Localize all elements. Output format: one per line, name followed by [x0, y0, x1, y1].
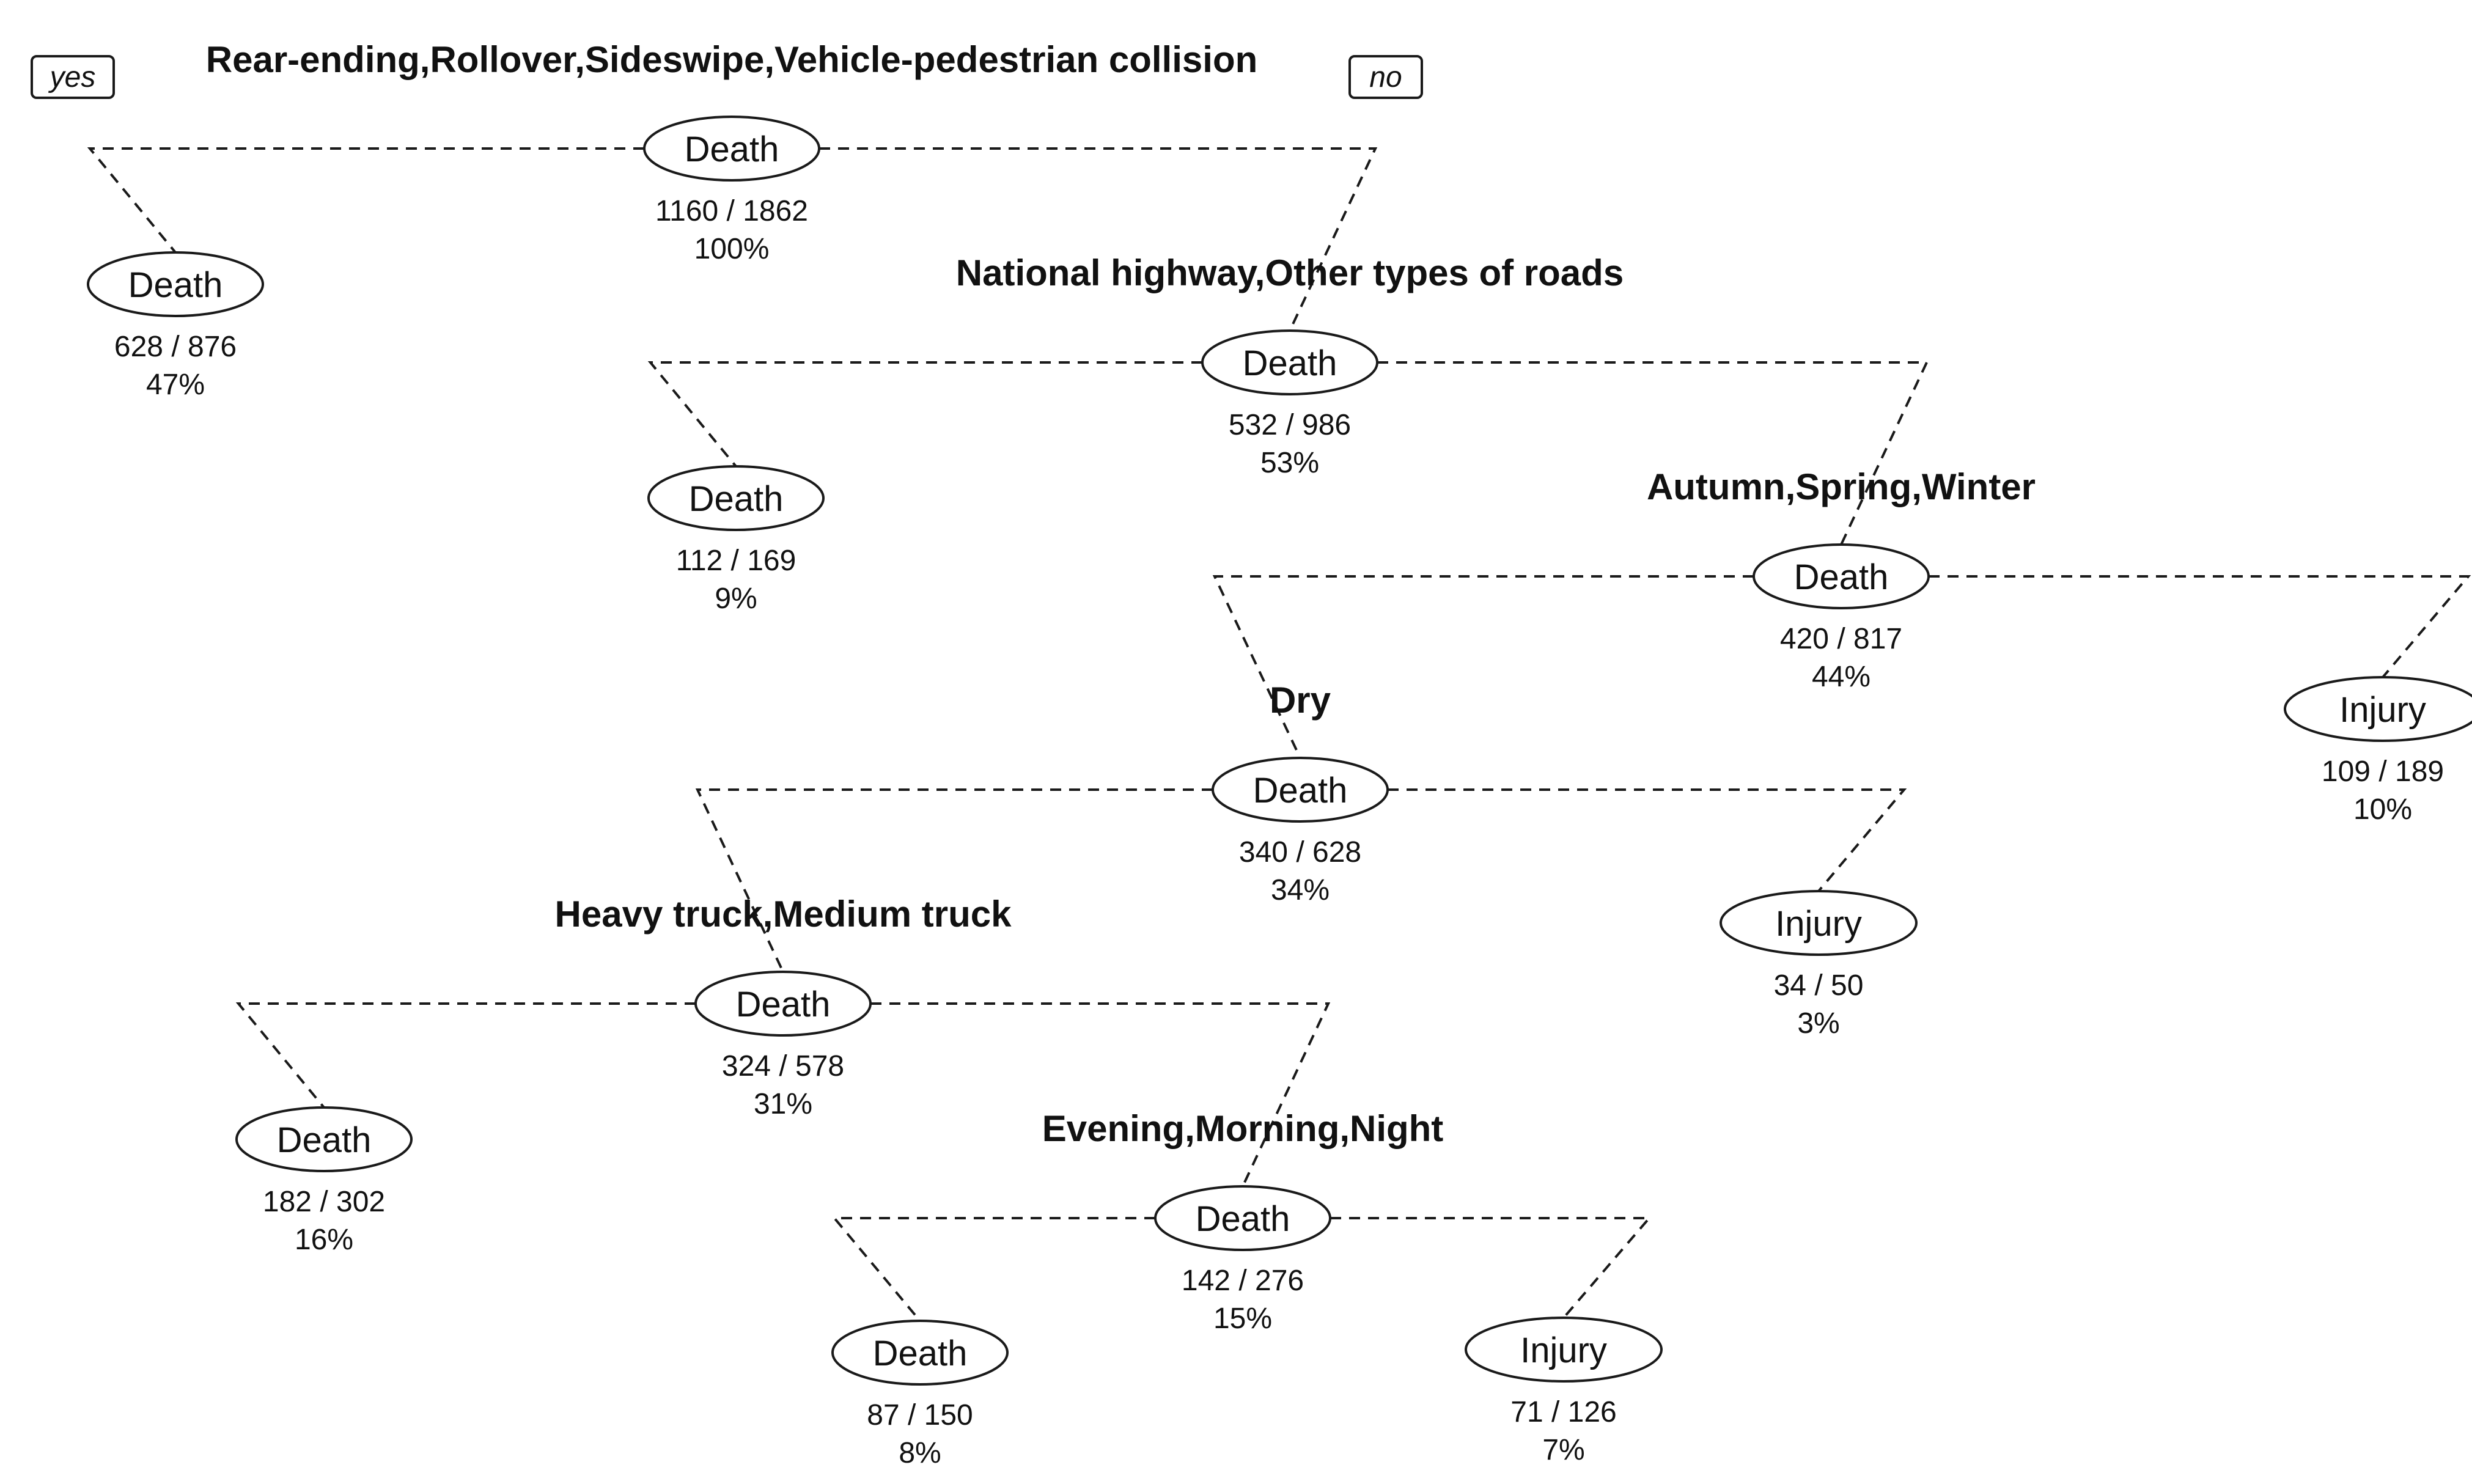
node-counts: 87 / 150: [867, 1399, 973, 1431]
tree-node-n14: Death 340 / 628 34%: [1212, 757, 1389, 906]
node-counts: 182 / 302: [263, 1186, 385, 1218]
node-percent: 47%: [146, 369, 205, 401]
tree-node-n7: Death 420 / 817 44%: [1753, 543, 1930, 693]
node-counts: 1160 / 1862: [655, 195, 808, 227]
tree-node-n3: Death 532 / 986 53%: [1201, 329, 1378, 479]
split-label-n3: National highway,Other types of roads: [956, 252, 1624, 293]
node-percent: 31%: [754, 1088, 812, 1120]
node-class-label: Death: [1196, 1199, 1290, 1239]
node-class-label: Injury: [1520, 1331, 1607, 1370]
node-class-label: Death: [873, 1334, 968, 1373]
node-class-label: Death: [277, 1120, 372, 1160]
node-percent: 44%: [1812, 661, 1871, 693]
node-ellipse: [1753, 543, 1930, 609]
tree-edge-n57-n114: [831, 1217, 1155, 1322]
split-label-n14: Dry: [1270, 680, 1331, 721]
tree-edge-n3-n7: [1377, 361, 1929, 545]
node-percent: 15%: [1213, 1302, 1272, 1335]
node-counts: 532 / 986: [1229, 409, 1351, 441]
node-percent: 8%: [899, 1437, 941, 1469]
node-ellipse: [235, 1106, 413, 1172]
node-counts: 324 / 578: [722, 1050, 844, 1082]
node-percent: 34%: [1271, 874, 1330, 906]
tree-edge-n3-n6: [647, 361, 1202, 468]
node-counts: 34 / 50: [1774, 969, 1864, 1002]
node-percent: 9%: [715, 582, 757, 615]
node-ellipse: [1201, 329, 1378, 395]
node-class-label: Death: [689, 479, 784, 519]
node-class-label: Death: [128, 265, 223, 305]
node-percent: 3%: [1797, 1007, 1839, 1040]
legend-yes-label: yes: [48, 61, 96, 94]
node-ellipse: [647, 465, 825, 531]
tree-edge-root-n2: [87, 147, 644, 254]
tree-edge-n7-n14: [1212, 575, 1754, 759]
tree-edge-root-n3: [819, 147, 1378, 331]
node-ellipse: [2284, 676, 2472, 742]
node-class-label: Death: [736, 985, 831, 1024]
tree-edge-n28-n57: [870, 1002, 1331, 1187]
tree-node-root: Death 1160 / 1862 100%: [643, 116, 820, 265]
node-counts: 628 / 876: [114, 331, 237, 363]
tree-node-n56: Death 182 / 302 16%: [235, 1106, 413, 1256]
node-percent: 7%: [1542, 1434, 1584, 1466]
tree-edge-n14-n28: [695, 788, 1213, 972]
split-label-n28: Heavy truck,Medium truck: [555, 894, 1012, 935]
node-ellipse: [1212, 757, 1389, 823]
tree-edge-n14-n29: [1388, 788, 1907, 892]
tree-node-n6: Death 112 / 169 9%: [647, 465, 825, 615]
node-counts: 420 / 817: [1780, 623, 1902, 655]
node-ellipse: [87, 251, 264, 317]
node-class-label: Death: [1253, 771, 1348, 810]
tree-edge-n57-n115: [1330, 1217, 1652, 1319]
tree-node-n115: Injury 71 / 126 7%: [1465, 1317, 1663, 1466]
legend-yes: yes: [31, 55, 115, 99]
node-class-label: Death: [1243, 343, 1337, 383]
node-counts: 112 / 169: [676, 545, 796, 577]
tree-node-n2: Death 628 / 876 47%: [87, 251, 264, 401]
node-percent: 100%: [694, 233, 770, 265]
node-counts: 340 / 628: [1239, 836, 1361, 869]
node-percent: 53%: [1260, 447, 1319, 479]
split-label-root: Rear-ending,Rollover,Sideswipe,Vehicle-p…: [206, 39, 1258, 80]
node-class-label: Death: [685, 130, 779, 169]
node-ellipse: [1465, 1317, 1663, 1383]
node-ellipse: [1154, 1185, 1331, 1251]
tree-node-n29: Injury 34 / 50 3%: [1720, 890, 1918, 1040]
node-percent: 16%: [295, 1224, 353, 1256]
split-label-n57: Evening,Morning,Night: [1042, 1108, 1444, 1149]
node-class-label: Death: [1794, 557, 1889, 597]
node-counts: 71 / 126: [1510, 1396, 1616, 1428]
tree-node-n57: Death 142 / 276 15%: [1154, 1185, 1331, 1335]
node-counts: 142 / 276: [1182, 1265, 1304, 1297]
tree-edge-n7-n15: [1929, 575, 2471, 678]
node-ellipse: [643, 116, 820, 182]
node-ellipse: [694, 971, 872, 1037]
node-class-label: Injury: [2339, 690, 2426, 730]
split-label-n7: Autumn,Spring,Winter: [1647, 466, 2036, 507]
split-labels: Rear-ending,Rollover,Sideswipe,Vehicle-p…: [206, 39, 2036, 1149]
node-percent: 10%: [2353, 793, 2412, 826]
tree-edge-n28-n56: [235, 1002, 696, 1109]
node-ellipse: [831, 1320, 1009, 1386]
node-counts: 109 / 189: [2322, 755, 2444, 788]
tree-node-n15: Injury 109 / 189 10%: [2284, 676, 2472, 826]
tree-node-n114: Death 87 / 150 8%: [831, 1320, 1009, 1469]
tree-node-n28: Death 324 / 578 31%: [694, 971, 872, 1120]
tree-edges: [87, 147, 2471, 1322]
node-class-label: Injury: [1775, 904, 1862, 944]
node-ellipse: [1720, 890, 1918, 956]
legend-no-label: no: [1369, 61, 1402, 94]
legend-no: no: [1348, 55, 1423, 99]
